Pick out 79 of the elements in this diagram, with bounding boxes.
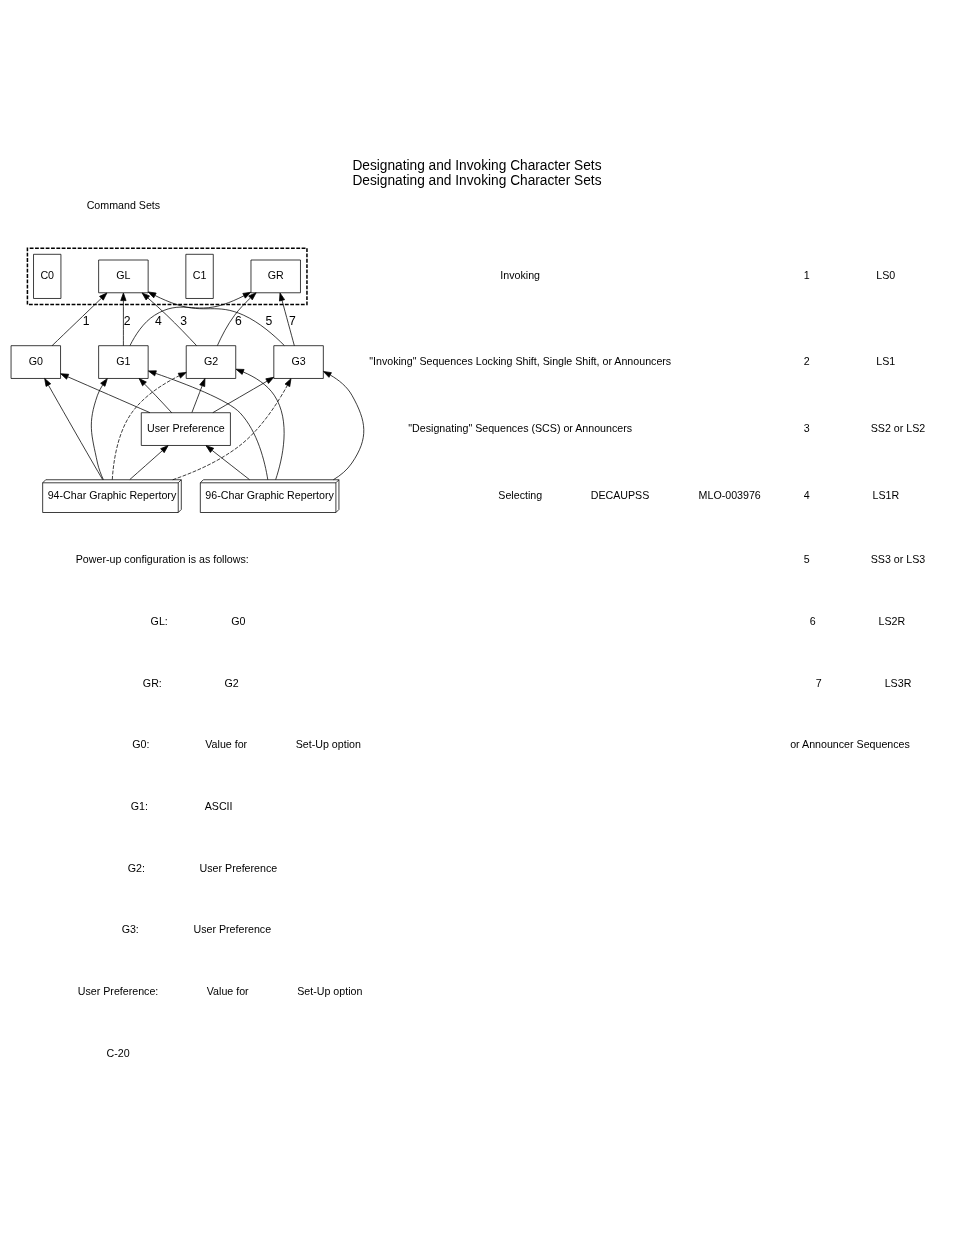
label: Set-Up option bbox=[295, 737, 361, 750]
label: ASCII bbox=[204, 799, 233, 812]
label: G0 bbox=[231, 614, 246, 627]
arrow bbox=[120, 292, 127, 346]
diagram-title: Designating and Invoking Character Sets bbox=[352, 157, 602, 173]
caption: Designating and Invoking Character Sets bbox=[352, 172, 602, 188]
label: 3 bbox=[803, 421, 810, 434]
label: DECAUPSS bbox=[590, 488, 650, 501]
label: C-20 bbox=[106, 1046, 130, 1059]
arrow bbox=[172, 377, 292, 480]
edge-label: 7 bbox=[289, 313, 296, 328]
label: User Preference bbox=[193, 922, 272, 935]
arrow bbox=[111, 371, 187, 480]
label: Invoking bbox=[500, 268, 541, 281]
edge-label: 5 bbox=[265, 313, 273, 328]
arrow bbox=[147, 369, 269, 480]
node-box: G1 bbox=[98, 344, 149, 379]
arrow bbox=[60, 372, 151, 413]
label: G0: bbox=[132, 737, 150, 750]
node-box: G3 bbox=[273, 344, 324, 379]
arrow bbox=[217, 291, 257, 346]
label: SS2 or LS2 bbox=[870, 421, 926, 434]
arrow bbox=[138, 377, 173, 413]
edge-label: 3 bbox=[180, 313, 187, 328]
cluster bbox=[26, 246, 308, 305]
label: Power-up configuration is as follows: bbox=[75, 552, 249, 565]
node-box: G2 bbox=[185, 344, 237, 379]
label: LS2R bbox=[878, 614, 906, 627]
edge-label: 2 bbox=[123, 313, 131, 328]
label: G1: bbox=[130, 799, 148, 812]
arrow bbox=[212, 376, 275, 413]
arrow bbox=[51, 292, 108, 346]
label: G2 bbox=[224, 676, 239, 689]
label: GR: bbox=[142, 676, 162, 689]
label: LS1R bbox=[872, 488, 900, 501]
arrow bbox=[205, 444, 250, 480]
label: Selecting bbox=[498, 488, 543, 501]
label: LS3R bbox=[884, 676, 912, 689]
label: LS1 bbox=[876, 354, 896, 367]
arrow bbox=[191, 377, 206, 413]
arrow bbox=[147, 291, 285, 346]
label: Command Sets bbox=[86, 198, 161, 211]
label: Set-Up option bbox=[297, 984, 363, 997]
arrow bbox=[323, 370, 365, 480]
label: User Preference: bbox=[77, 984, 159, 997]
label: Value for bbox=[205, 737, 248, 750]
label: "Invoking" Sequences Locking Shift, Single Shift, or Announcers bbox=[369, 354, 672, 367]
edge-label: 6 bbox=[235, 313, 242, 328]
label: MLO-003976 bbox=[698, 488, 761, 501]
label: 6 bbox=[809, 614, 816, 627]
label: 1 bbox=[803, 268, 810, 281]
edge-label: 4 bbox=[155, 313, 162, 328]
label: G2: bbox=[127, 861, 145, 874]
label: "Designating" Sequences (SCS) or Announcers bbox=[408, 421, 633, 434]
arrow bbox=[279, 292, 295, 346]
node-box: User Preference bbox=[140, 411, 231, 446]
label: LS0 bbox=[876, 268, 896, 281]
label: 4 bbox=[803, 488, 810, 501]
arrow bbox=[141, 292, 197, 346]
label: 2 bbox=[803, 354, 810, 367]
label: 5 bbox=[803, 552, 810, 565]
node-box: C0 bbox=[33, 253, 62, 299]
arrow bbox=[129, 444, 169, 480]
arrow bbox=[90, 377, 108, 480]
node-box: GL bbox=[98, 259, 149, 293]
edge-label: 1 bbox=[82, 313, 90, 328]
label: 7 bbox=[815, 676, 822, 689]
arrow bbox=[44, 377, 103, 480]
label: User Preference bbox=[199, 861, 278, 874]
node-box: G0 bbox=[10, 344, 61, 379]
label: SS3 or LS3 bbox=[870, 552, 926, 565]
node-box: GR bbox=[250, 259, 301, 293]
node-box: C1 bbox=[185, 253, 214, 299]
label: G3: bbox=[121, 922, 139, 935]
label: Value for bbox=[206, 984, 249, 997]
label: or Announcer Sequences bbox=[790, 737, 910, 750]
arrow bbox=[129, 291, 252, 346]
arrow bbox=[235, 368, 285, 480]
label: GL: bbox=[150, 614, 168, 627]
